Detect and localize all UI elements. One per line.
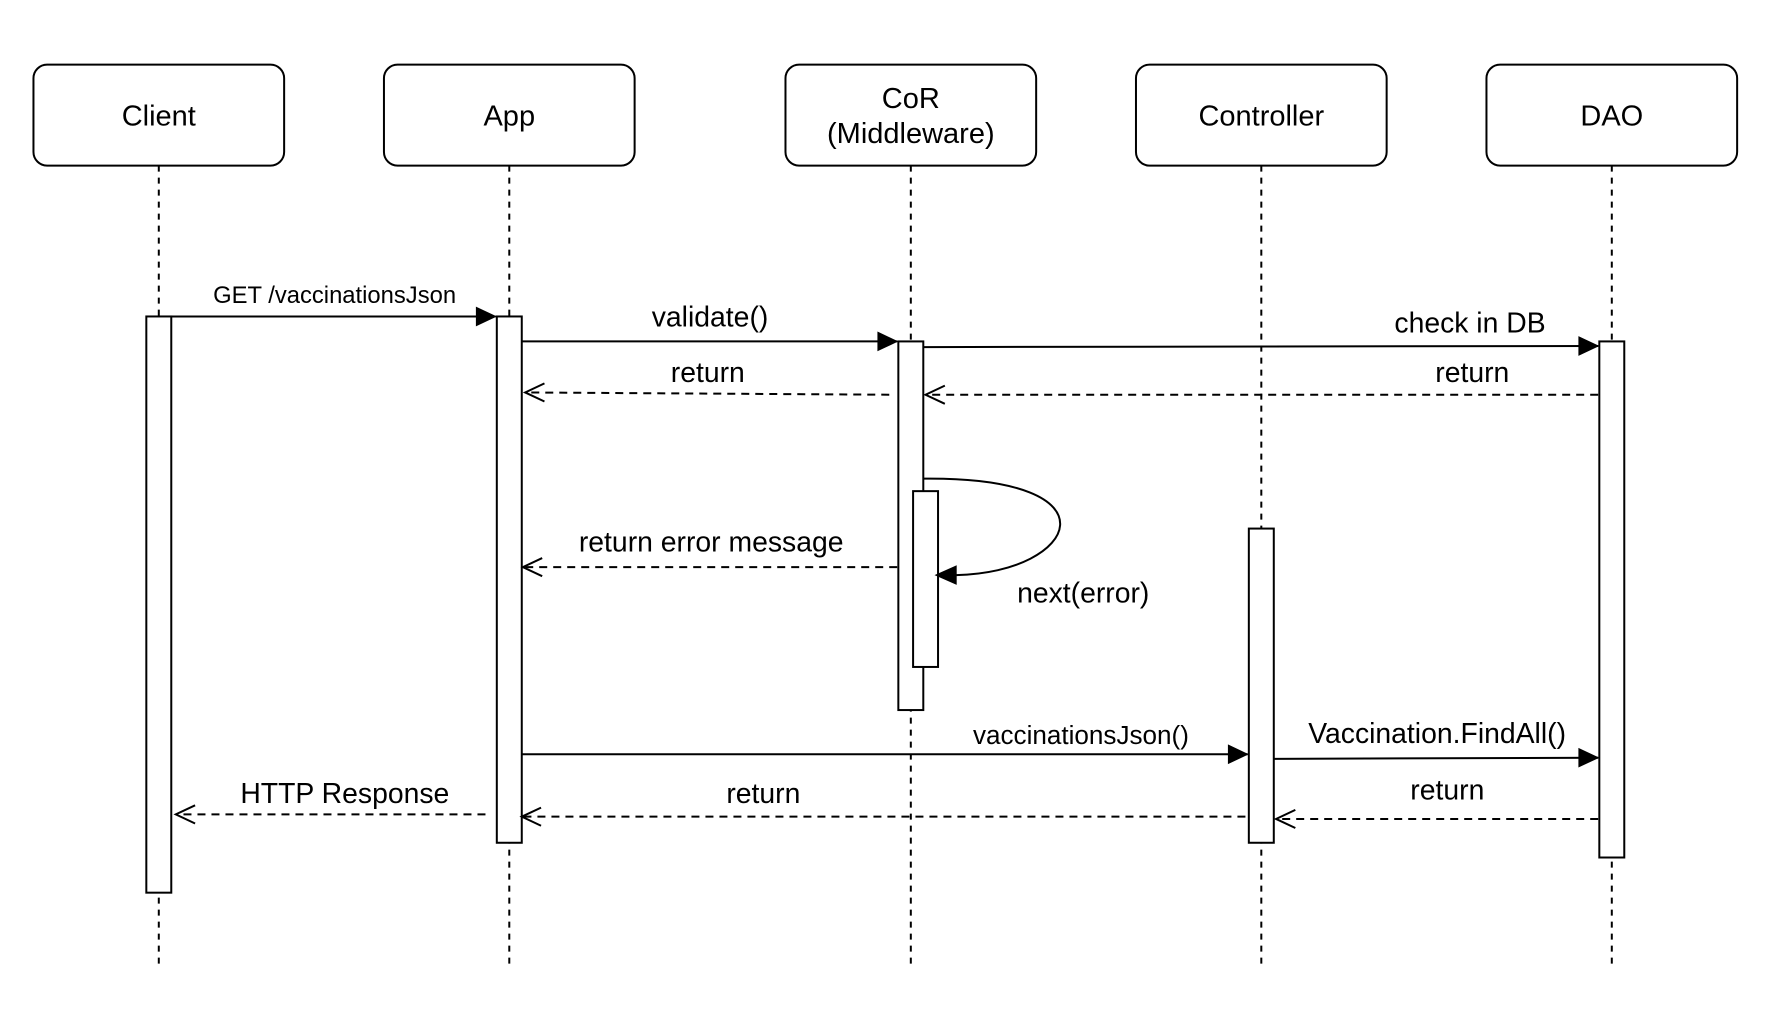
return-from-dao-arrow-head [923, 384, 946, 405]
check-in-db-arrow-line [923, 344, 1599, 349]
app-participant-box [382, 63, 636, 167]
next-error-label: next(error) [1017, 577, 1149, 609]
app-activation [495, 315, 523, 844]
return-from-dao-label: return [1435, 357, 1509, 389]
vaccination-find-all-label: Vaccination.FindAll() [1308, 718, 1566, 750]
check-in-db-arrow-head [1578, 336, 1600, 356]
return-from-dao-2-arrow-head [1273, 808, 1296, 829]
vaccinations-json-arrow-head [1227, 744, 1249, 765]
validate-arrow-head [877, 331, 899, 352]
vaccination-find-all-arrow-line [1273, 756, 1599, 760]
next-error-arrow-head [934, 565, 957, 585]
check-in-db-label: check in DB [1394, 307, 1545, 339]
validate-label: validate() [652, 302, 769, 334]
return-from-cor-arrow-head [522, 382, 545, 403]
return-from-controller-label: return [726, 778, 800, 810]
controller-participant-box [1134, 63, 1388, 167]
get-vaccinations-json-arrow-head [475, 306, 497, 327]
return-from-dao-2-label: return [1410, 775, 1484, 807]
vaccination-find-all-arrow-head [1578, 747, 1600, 768]
client-participant-label: Client [122, 100, 196, 132]
vaccinations-json-label: vaccinationsJson() [973, 720, 1189, 750]
get-vaccinations-json-label: GET /vaccinationsJson [213, 282, 456, 309]
dao-participant-box [1485, 63, 1739, 167]
http-response-arrow-head [173, 804, 196, 825]
next-error-arrow-line [923, 477, 1062, 577]
cor-participant-label: (Middleware) [827, 118, 995, 150]
controller-activation [1247, 527, 1275, 844]
client-activation [145, 315, 173, 894]
return-error-message-label: return error message [579, 526, 844, 558]
http-response-label: HTTP Response [240, 778, 449, 810]
cor-participant-label: CoR [882, 83, 940, 115]
return-from-controller-arrow-head [519, 806, 542, 827]
client-participant-box [32, 63, 286, 167]
cor-participant-box [784, 63, 1038, 167]
dao-participant-label: DAO [1580, 100, 1643, 132]
controller-participant-label: Controller [1198, 100, 1324, 132]
cor-nested-activation [912, 490, 940, 668]
return-error-message-arrow-head [520, 557, 543, 578]
return-from-cor-arrow-line [525, 391, 890, 396]
dao-activation [1598, 340, 1626, 859]
return-from-cor-label: return [671, 357, 745, 389]
app-participant-label: App [483, 100, 535, 132]
